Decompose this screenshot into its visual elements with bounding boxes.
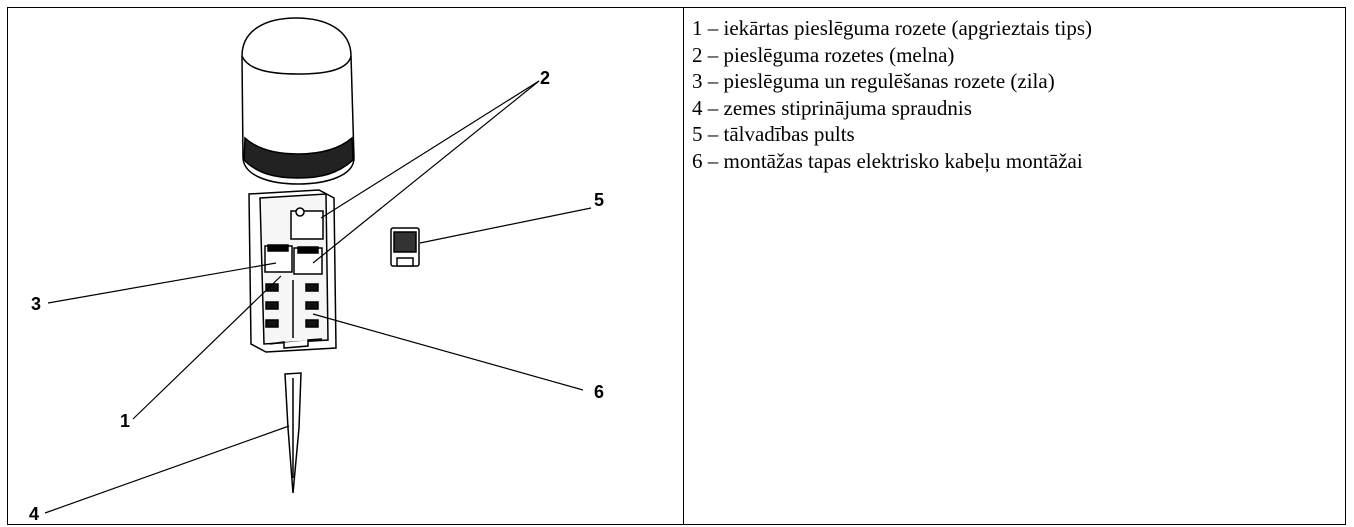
housing-cap [241, 17, 355, 185]
base-housing [248, 189, 337, 353]
callout-6: 6 [594, 382, 604, 402]
callout-2: 2 [540, 68, 550, 88]
legend-item-3: 3 – pieslēguma un regulēšanas rozete (zi… [692, 69, 1055, 93]
device-diagram: 1 2 3 4 5 6 [29, 17, 604, 524]
figure-table: 1 2 3 4 5 6 1 – iekārtas pieslēguma roze… [7, 7, 1346, 525]
callout-1: 1 [120, 411, 130, 431]
legend-item-2: 2 – pieslēguma rozetes (melna) [692, 42, 955, 67]
legend-item-6: 6 – montāžas tapas elektrisko kabeļu mon… [692, 148, 1083, 173]
callout-5: 5 [594, 190, 604, 210]
diagram-cell: 1 2 3 4 5 6 [8, 8, 684, 524]
legend-item-5: 5 – tālvadības pults [692, 122, 855, 146]
legend-list: 1 – iekārtas pieslēguma rozete (apgriezt… [692, 15, 1345, 174]
legend-item-1: 1 – iekārtas pieslēguma rozete (apgriezt… [692, 16, 1093, 40]
legend-item-4: 4 – zemes stiprinājuma spraudnis [692, 95, 972, 120]
callout-4: 4 [29, 504, 39, 524]
callout-3: 3 [31, 294, 41, 314]
legend-cell: 1 – iekārtas pieslēguma rozete (apgriezt… [684, 8, 1345, 524]
remote-control [390, 227, 420, 267]
leader-lines [44, 80, 592, 514]
ground-stake [284, 372, 302, 494]
